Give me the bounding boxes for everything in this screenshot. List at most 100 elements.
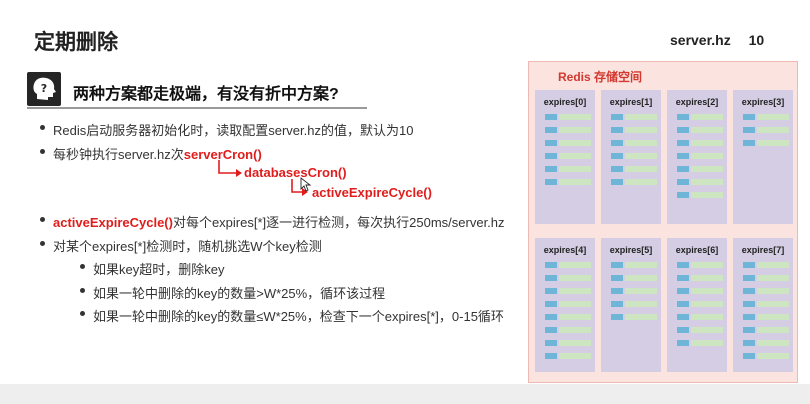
expires-bucket-label: expires[1] [609, 97, 653, 107]
redis-storage-title: Redis 存储空间 [558, 70, 643, 84]
key-block [611, 262, 623, 268]
expires-bucket: expires[6] [667, 238, 727, 372]
active-expire-cycle-label: activeExpireCycle() [312, 185, 432, 200]
key-entry [611, 275, 657, 281]
bullet-random-check-text: 对某个expires[*]检测时，随机挑选W个key检测 [53, 239, 322, 254]
key-entry [611, 179, 657, 185]
key-block [611, 314, 623, 320]
key-entry [545, 127, 591, 133]
bullet-per-second-text: 每秒钟执行server.hz次 [53, 147, 184, 162]
expires-bucket: expires[7] [733, 238, 793, 372]
expires-bucket: expires[0] [535, 90, 595, 224]
key-entry [545, 275, 591, 281]
key-entry [743, 275, 789, 281]
sub-bullet-loop-text: 如果一轮中删除的key的数量>W*25%，循环该过程 [93, 286, 386, 301]
config-value: 10 [748, 32, 765, 48]
key-block [545, 288, 557, 294]
key-entry [611, 301, 657, 307]
key-block [677, 275, 689, 281]
value-block [559, 288, 591, 294]
value-block [559, 127, 591, 133]
sub-bullet-loop: 如果一轮中删除的key的数量>W*25%，循环该过程 [80, 283, 386, 302]
key-entry [611, 127, 657, 133]
value-block [625, 275, 657, 281]
key-block [611, 275, 623, 281]
value-block [757, 301, 789, 307]
value-block [559, 140, 591, 146]
key-entry [545, 262, 591, 268]
key-block [677, 301, 689, 307]
bullet-dot [80, 288, 85, 293]
bullet-dot [40, 217, 45, 222]
key-block [743, 140, 755, 146]
bottom-strip [0, 384, 810, 404]
bullet-active-expire: activeExpireCycle()对每个expires[*]逐一进行检测，每… [40, 212, 505, 231]
expires-bucket: expires[3] [733, 90, 793, 224]
sub-bullet-delete-text: 如果key超时，删除key [93, 262, 225, 277]
value-block [559, 275, 591, 281]
key-block [545, 327, 557, 333]
value-block [625, 262, 657, 268]
value-block [559, 301, 591, 307]
key-block [743, 262, 755, 268]
value-block [625, 127, 657, 133]
expires-bucket-label: expires[2] [675, 97, 719, 107]
key-block [611, 166, 623, 172]
expires-bucket-label: expires[0] [543, 97, 587, 107]
key-block [677, 127, 689, 133]
key-entry [677, 140, 723, 146]
key-block [545, 314, 557, 320]
value-block [757, 327, 789, 333]
expires-bucket: expires[4] [535, 238, 595, 372]
expires-bucket-label: expires[4] [543, 245, 587, 255]
value-block [757, 340, 789, 346]
value-block [559, 262, 591, 268]
value-block [757, 314, 789, 320]
key-block [677, 262, 689, 268]
key-entry [743, 314, 789, 320]
key-block [545, 340, 557, 346]
key-entry [611, 140, 657, 146]
key-entry [677, 262, 723, 268]
key-block [545, 127, 557, 133]
value-block [691, 140, 723, 146]
key-block [611, 288, 623, 294]
key-entry [545, 140, 591, 146]
value-block [691, 166, 723, 172]
key-entry [545, 314, 591, 320]
svg-text:?: ? [41, 82, 47, 95]
key-block [611, 179, 623, 185]
bullet-startup: Redis启动服务器初始化时，读取配置server.hz的值，默认为10 [40, 120, 413, 139]
value-block [559, 314, 591, 320]
value-block [625, 301, 657, 307]
key-block [677, 114, 689, 120]
value-block [625, 140, 657, 146]
value-block [559, 340, 591, 346]
value-block [625, 179, 657, 185]
value-block [691, 275, 723, 281]
key-entry [545, 301, 591, 307]
expires-bucket: expires[1] [601, 90, 661, 224]
value-block [559, 153, 591, 159]
expires-bucket-label: expires[6] [675, 245, 719, 255]
key-entry [677, 314, 723, 320]
value-block [691, 288, 723, 294]
value-block [691, 153, 723, 159]
expires-bucket-label: expires[5] [609, 245, 653, 255]
key-block [677, 288, 689, 294]
value-block [691, 340, 723, 346]
key-block [611, 114, 623, 120]
key-block [743, 275, 755, 281]
key-block [677, 140, 689, 146]
key-entry [677, 114, 723, 120]
value-block [691, 262, 723, 268]
key-block [611, 153, 623, 159]
key-block [611, 140, 623, 146]
key-block [743, 127, 755, 133]
value-block [757, 275, 789, 281]
value-block [559, 114, 591, 120]
bullet-random-check: 对某个expires[*]检测时，随机挑选W个key检测 [40, 236, 322, 255]
sub-bullet-delete: 如果key超时，删除key [80, 259, 225, 278]
value-block [559, 179, 591, 185]
redis-storage-panel: Redis 存储空间 expires[0] expires[1] expires[2… [528, 61, 798, 383]
